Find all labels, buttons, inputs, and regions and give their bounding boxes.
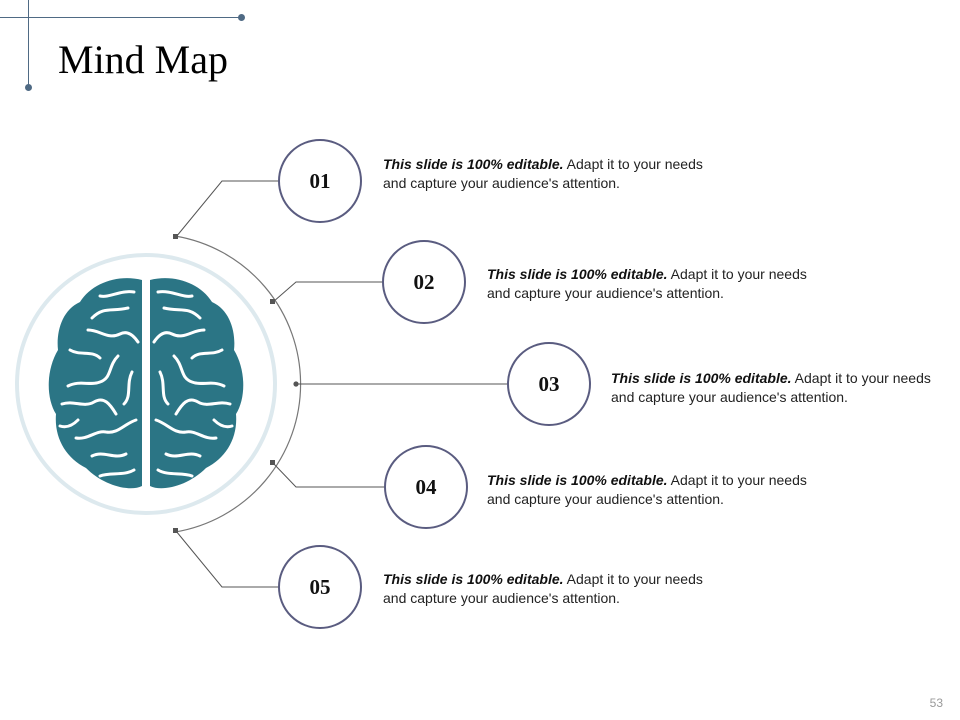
connector-01 (175, 180, 280, 238)
node-01: 01 (278, 139, 362, 223)
description-lead: This slide is 100% editable. (611, 370, 792, 386)
description-lead: This slide is 100% editable. (383, 571, 564, 587)
brain-icon (48, 278, 244, 489)
description-text: Adapt it to your needs and capture your … (487, 266, 807, 301)
description-text: Adapt it to your needs and capture your … (383, 571, 703, 606)
description-02: This slide is 100% editable. Adapt it to… (487, 265, 817, 303)
joint-marker-04 (270, 460, 275, 465)
description-text: Adapt it to your needs and capture your … (487, 472, 807, 507)
corner-vertical-line (28, 0, 29, 88)
joint-marker-05 (173, 528, 178, 533)
node-03: 03 (507, 342, 591, 426)
description-lead: This slide is 100% editable. (383, 156, 564, 172)
description-05: This slide is 100% editable. Adapt it to… (383, 570, 713, 608)
connector-05 (175, 530, 280, 588)
description-lead: This slide is 100% editable. (487, 266, 668, 282)
node-04: 04 (384, 445, 468, 529)
description-lead: This slide is 100% editable. (487, 472, 668, 488)
joint-marker-03 (293, 381, 299, 387)
joint-marker-02 (270, 299, 275, 304)
page-number: 53 (929, 696, 943, 710)
corner-dot-right (238, 14, 245, 21)
corner-horizontal-line (0, 17, 242, 18)
node-02: 02 (382, 240, 466, 324)
slide-title: Mind Map (58, 37, 228, 82)
description-text: Adapt it to your needs and capture your … (611, 370, 931, 405)
description-01: This slide is 100% editable. Adapt it to… (383, 155, 713, 193)
node-05: 05 (278, 545, 362, 629)
brain-ring (15, 253, 277, 515)
connector-04 (272, 462, 386, 488)
connector-02 (272, 281, 384, 303)
corner-dot-bottom (25, 84, 32, 91)
description-03: This slide is 100% editable. Adapt it to… (611, 369, 941, 407)
description-04: This slide is 100% editable. Adapt it to… (487, 471, 817, 509)
joint-marker-01 (173, 234, 178, 239)
description-text: Adapt it to your needs and capture your … (383, 156, 703, 191)
